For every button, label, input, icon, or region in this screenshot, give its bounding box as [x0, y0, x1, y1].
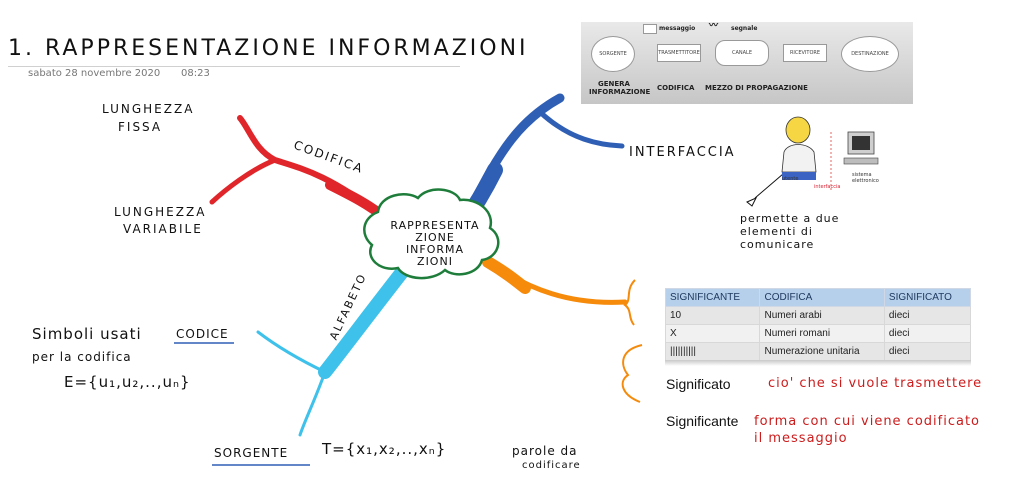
- significante-term: Significante: [666, 413, 739, 429]
- table-cell: 10: [664, 306, 761, 325]
- header-codifica: CODIFICA: [759, 288, 885, 307]
- center-line-3: ZIONI: [417, 255, 453, 268]
- parole-line-2: codificare: [522, 460, 581, 471]
- lunghezza-variabile-1: LUNGHEZZA: [114, 205, 207, 219]
- simboli-formula: E={u₁,u₂,..,uₙ}: [64, 373, 191, 391]
- caption-genera-1: GENERA: [598, 80, 630, 88]
- note-line-1: permette a due: [740, 212, 840, 225]
- note-line-3: comunicare: [740, 238, 815, 251]
- parole-line-1: parole da: [512, 444, 578, 458]
- box-canale: CANALE: [715, 40, 769, 66]
- center-node: RAPPRESENTA ZIONE INFORMA ZIONI: [385, 220, 485, 268]
- sistema-label: sistema elettronico: [852, 172, 879, 184]
- segnale-label: segnale: [731, 25, 758, 32]
- table-cell: Numeri romani: [759, 324, 885, 343]
- significato-definition: cio' che si vuole trasmettere: [768, 376, 983, 391]
- table-cell: X: [664, 324, 761, 343]
- lunghezza-fissa-2: FISSA: [118, 120, 163, 134]
- sistema-line-2: elettronico: [852, 178, 879, 184]
- sorgente-label: SORGENTE: [214, 446, 289, 460]
- significante-table: SIGNIFICANTE CODIFICA SIGNIFICATO 10 Num…: [664, 288, 972, 361]
- table-cell: Numeri arabi: [759, 306, 885, 325]
- table-cell: dieci: [883, 324, 972, 343]
- table-cell: ||||||||||: [664, 342, 761, 361]
- header-significante: SIGNIFICANTE: [664, 288, 761, 307]
- interfaccia-label: INTERFACCIA: [629, 145, 736, 160]
- page-title: 1. RAPPRESENTAZIONE INFORMAZIONI: [8, 36, 529, 61]
- interfaccia-note: permette a due elementi di comunicare: [740, 212, 839, 251]
- user-computer-illustration: [781, 116, 879, 190]
- significante-definition-1: forma con cui viene codificato: [754, 414, 981, 429]
- caption-genera-2: INFORMAZIONE: [589, 88, 651, 96]
- messaggio-label: messaggio: [659, 25, 696, 32]
- simboli-line-1: Simboli usati: [32, 325, 142, 343]
- envelope-icon: [643, 24, 657, 34]
- interfaccia-illus-label: interfaccia: [814, 184, 841, 190]
- note-time: 08:23: [181, 68, 210, 79]
- box-trasmettitore: TRASMETTITORE: [657, 44, 701, 62]
- table-shadow: [665, 360, 971, 366]
- sistema-line-1: sistema: [852, 172, 872, 178]
- lunghezza-fissa-1: LUNGHEZZA: [102, 102, 195, 116]
- table-row: 10 Numeri arabi dieci: [664, 306, 972, 325]
- table-cell: dieci: [883, 342, 972, 361]
- simboli-line-2: per la codifica: [32, 350, 132, 364]
- table-cell: dieci: [883, 306, 972, 325]
- table-row: X Numeri romani dieci: [664, 324, 972, 343]
- table-row: |||||||||| Numerazione unitaria dieci: [664, 342, 972, 361]
- box-ricevitore: RICEVITORE: [783, 44, 827, 62]
- caption-mezzo: MEZZO DI PROPAGAZIONE: [705, 84, 808, 92]
- codice-label: CODICE: [176, 327, 229, 341]
- sorgente-formula: T={x₁,x₂,..,xₙ}: [322, 440, 447, 458]
- box-destinazione: DESTINAZIONE: [841, 36, 899, 72]
- table-cell: Numerazione unitaria: [759, 342, 885, 361]
- caption-codifica: CODIFICA: [657, 84, 695, 92]
- note-date: sabato 28 novembre 2020: [28, 68, 161, 79]
- significato-term: Significato: [666, 376, 731, 392]
- caption-genera: GENERA INFORMAZIONE: [589, 80, 651, 96]
- communication-diagram: messaggio 〰 segnale SORGENTE TRASMETTITO…: [581, 22, 913, 104]
- utente-label: utente: [782, 176, 799, 182]
- box-sorgente: SORGENTE: [591, 36, 635, 72]
- note-line-2: elementi di: [740, 225, 813, 238]
- title-divider: [8, 66, 460, 67]
- center-line-2: ZIONE INFORMA: [405, 231, 465, 256]
- lunghezza-variabile-2: VARIABILE: [123, 222, 203, 236]
- significante-definition-2: il messaggio: [754, 431, 848, 446]
- table-header-row: SIGNIFICANTE CODIFICA SIGNIFICATO: [664, 288, 972, 307]
- center-line-1: RAPPRESENTA: [390, 219, 480, 232]
- signal-icon: 〰: [709, 21, 719, 31]
- header-significato: SIGNIFICATO: [883, 288, 972, 307]
